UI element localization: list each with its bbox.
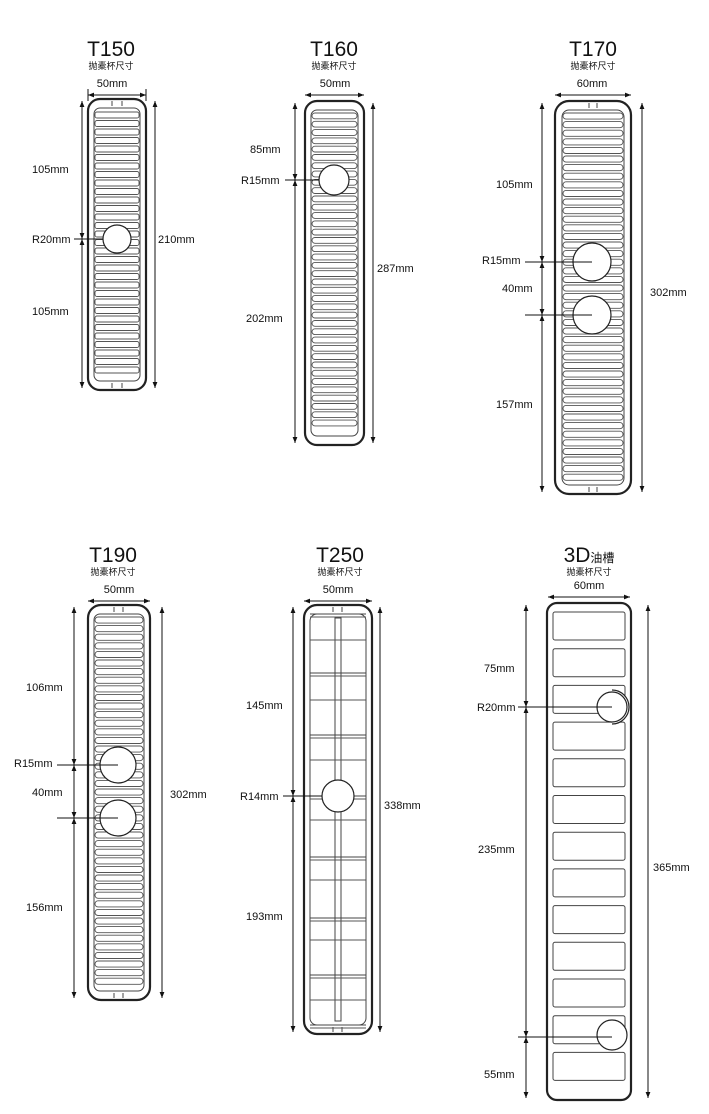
t170-hole-label: R15mm	[482, 255, 521, 267]
t250-hole	[321, 779, 355, 813]
t150-title: T150	[87, 38, 135, 61]
diagram-3d-oil-tank: 3D油槽 抛橐杯尺寸 60mm 75mm 235mm 55mm R20mm 36…	[477, 544, 690, 1102]
t150-ribs	[94, 111, 140, 374]
t160-hole	[318, 164, 350, 196]
t170-segment-label-2: 40mm	[502, 283, 533, 295]
t160-bucket-inner	[310, 109, 359, 437]
t150-width-label: 50mm	[97, 78, 128, 90]
t250-subtitle: 抛橐杯尺寸	[317, 566, 362, 578]
t250-width-label: 50mm	[323, 584, 354, 596]
t190-subtitle: 抛橐杯尺寸	[90, 566, 135, 578]
diagram-t190: T190 抛橐杯尺寸 50mm 106mm 40mm 156mm R15mm 3…	[14, 544, 207, 1002]
t150-height-label: 210mm	[158, 234, 195, 246]
t190-hole-label: R15mm	[14, 758, 53, 770]
t150-segment-label-2: 105mm	[32, 306, 69, 318]
3d-title: 3D	[564, 544, 591, 567]
t160-subtitle: 抛橐杯尺寸	[311, 60, 356, 72]
t150-hole-label: R20mm	[32, 234, 71, 246]
3d-tank-outline	[545, 601, 633, 1102]
diagram-t160: T160 抛橐杯尺寸 50mm 85mm 202mm R15mm 287mm	[241, 38, 414, 447]
t190-bucket-inner	[93, 613, 145, 992]
3d-tank-cells	[552, 611, 626, 1081]
t190-segment-label-2: 40mm	[32, 787, 63, 799]
3d-segment-label-3: 55mm	[484, 1069, 515, 1081]
t170-width-label: 60mm	[577, 78, 608, 90]
3d-title-suffix: 油槽	[590, 551, 614, 565]
t250-hole-label: R14mm	[240, 791, 279, 803]
t150-segment-label-1: 105mm	[32, 164, 69, 176]
t150-subtitle: 抛橐杯尺寸	[88, 60, 133, 72]
svg-text:3D油槽: 3D油槽	[564, 544, 615, 567]
t250-segment-label-2: 193mm	[246, 911, 283, 923]
t170-bucket-inner	[561, 109, 625, 486]
3d-segment-label-1: 75mm	[484, 663, 515, 675]
t170-segment-label-3: 157mm	[496, 399, 533, 411]
t190-width-label: 50mm	[104, 584, 135, 596]
3d-segment-label-2: 235mm	[478, 844, 515, 856]
t160-height-label: 287mm	[377, 263, 414, 275]
t150-bucket-outline	[86, 97, 148, 392]
3d-subtitle: 抛橐杯尺寸	[566, 566, 611, 578]
t250-title: T250	[316, 544, 364, 567]
t160-segment-label-2: 202mm	[246, 313, 283, 325]
t250-grid-lines	[310, 613, 366, 1029]
t170-ribs	[562, 112, 624, 481]
t190-segment-label-1: 106mm	[26, 682, 63, 694]
t170-segment-label-1: 105mm	[496, 179, 533, 191]
t150-hole	[102, 224, 132, 254]
t190-height-label: 302mm	[170, 789, 207, 801]
3d-width-label: 60mm	[574, 580, 605, 592]
t190-title: T190	[89, 544, 137, 567]
t150-bucket-inner	[93, 107, 141, 382]
t250-center-spine	[334, 617, 342, 1022]
t170-subtitle: 抛橐杯尺寸	[570, 60, 615, 72]
t160-segment-label-1: 85mm	[250, 144, 281, 156]
t170-title: T170	[569, 38, 617, 61]
3d-height-label: 365mm	[653, 862, 690, 874]
t160-hole-label: R15mm	[241, 175, 280, 187]
t250-segment-label-1: 145mm	[246, 700, 283, 712]
t160-ribs	[311, 112, 358, 427]
t160-title: T160	[310, 38, 358, 61]
t160-width-label: 50mm	[320, 78, 351, 90]
t190-segment-label-3: 156mm	[26, 902, 63, 914]
diagram-t250: T250 抛橐杯尺寸 50mm 145mm 193mm R14mm 338mm	[240, 544, 421, 1036]
t250-bucket-outline	[302, 603, 374, 1036]
t190-bucket-outline	[86, 603, 152, 1002]
t160-bucket-outline	[303, 99, 366, 447]
t170-bucket-outline	[553, 99, 633, 496]
3d-hole-bottom	[596, 1019, 628, 1051]
diagram-t170: T170 抛橐杯尺寸 60mm 105mm 40mm 157mm R15mm 3…	[482, 38, 687, 496]
t250-height-label: 338mm	[384, 800, 421, 812]
diagram-t150: T150 抛橐杯尺寸 50mm 105mm 105mm R20mm 210mm	[32, 38, 195, 392]
3d-hole-label: R20mm	[477, 702, 516, 714]
t170-height-label: 302mm	[650, 287, 687, 299]
